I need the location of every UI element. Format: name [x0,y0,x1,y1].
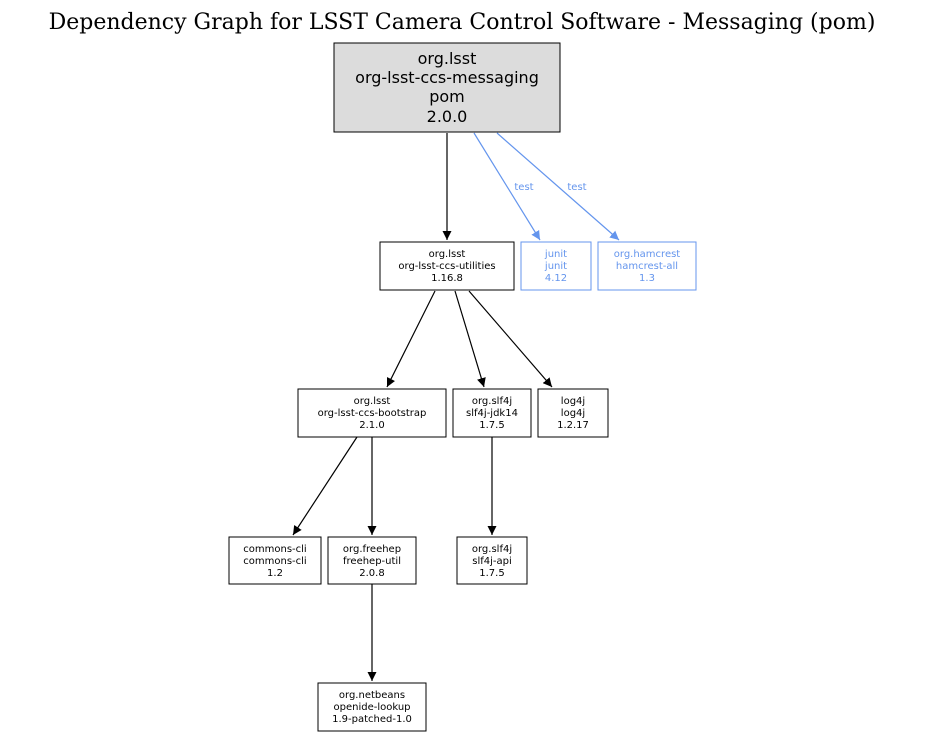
node-org-lsst-ccs-utilities[interactable]: org.lsst org-lsst-ccs-utilities 1.16.8 [379,241,515,291]
node-version: 1.16.8 [431,273,463,284]
node-version: 4.12 [545,273,567,284]
edge-utilities-log4j [468,290,553,388]
node-version: 2.1.0 [359,420,384,431]
node-slf4j-api[interactable]: org.slf4j slf4j-api 1.7.5 [456,536,528,585]
node-artifact: freehep-util [343,556,401,567]
node-freehep-util[interactable]: org.freehep freehep-util 2.0.8 [327,536,417,585]
node-artifact: commons-cli [243,556,306,567]
node-log4j[interactable]: log4j log4j 1.2.17 [537,388,609,438]
node-version: 2.0.0 [427,107,468,126]
node-artifact: org-lsst-ccs-messaging [355,68,539,87]
node-group: org.slf4j [472,544,512,555]
node-group: org.hamcrest [614,249,681,260]
graph-title: Dependency Graph for LSST Camera Control… [49,10,876,35]
node-org-lsst-ccs-messaging[interactable]: org.lsst org-lsst-ccs-messaging pom 2.0.… [333,42,561,133]
node-version: 1.2 [267,568,283,579]
node-group: org.lsst [354,396,391,407]
node-group: commons-cli [243,544,306,555]
node-group: log4j [561,396,585,407]
node-artifact: hamcrest-all [616,261,678,272]
node-org-lsst-ccs-bootstrap[interactable]: org.lsst org-lsst-ccs-bootstrap 2.1.0 [297,388,447,438]
node-openide-lookup[interactable]: org.netbeans openide-lookup 1.9-patched-… [317,682,427,732]
edge-utilities-slf4j-jdk14 [454,290,486,388]
node-slf4j-jdk14[interactable]: org.slf4j slf4j-jdk14 1.7.5 [452,388,532,438]
node-packaging: pom [429,87,465,106]
node-artifact: log4j [561,408,585,419]
node-artifact: org-lsst-ccs-utilities [398,261,495,272]
node-group: org.freehep [343,544,401,555]
node-group: org.lsst [429,249,466,260]
edge-messaging-hamcrest [496,132,620,241]
edge-messaging-junit [473,132,541,241]
node-hamcrest-all[interactable]: org.hamcrest hamcrest-all 1.3 [597,241,697,291]
node-commons-cli[interactable]: commons-cli commons-cli 1.2 [228,536,322,585]
edge-label-hamcrest-test: test [567,182,586,193]
node-artifact: org-lsst-ccs-bootstrap [318,408,427,419]
edge-utilities-bootstrap [386,290,436,388]
node-version: 1.3 [639,273,655,284]
node-group: org.slf4j [472,396,512,407]
edge-bootstrap-commons-cli [292,436,358,536]
node-version: 1.7.5 [479,420,504,431]
node-artifact: openide-lookup [333,702,410,713]
node-artifact: slf4j-jdk14 [466,408,518,419]
node-version: 2.0.8 [359,568,384,579]
node-group: org.lsst [418,49,477,68]
node-version: 1.2.17 [557,420,589,431]
node-version: 1.7.5 [479,568,504,579]
node-artifact: junit [544,261,567,272]
node-version: 1.9-patched-1.0 [332,714,412,725]
node-junit[interactable]: junit junit 4.12 [520,241,592,291]
node-group: org.netbeans [339,690,405,701]
node-group: junit [544,249,567,260]
edges: test test [292,132,620,681]
node-artifact: slf4j-api [472,556,512,567]
edge-label-junit-test: test [514,182,533,193]
